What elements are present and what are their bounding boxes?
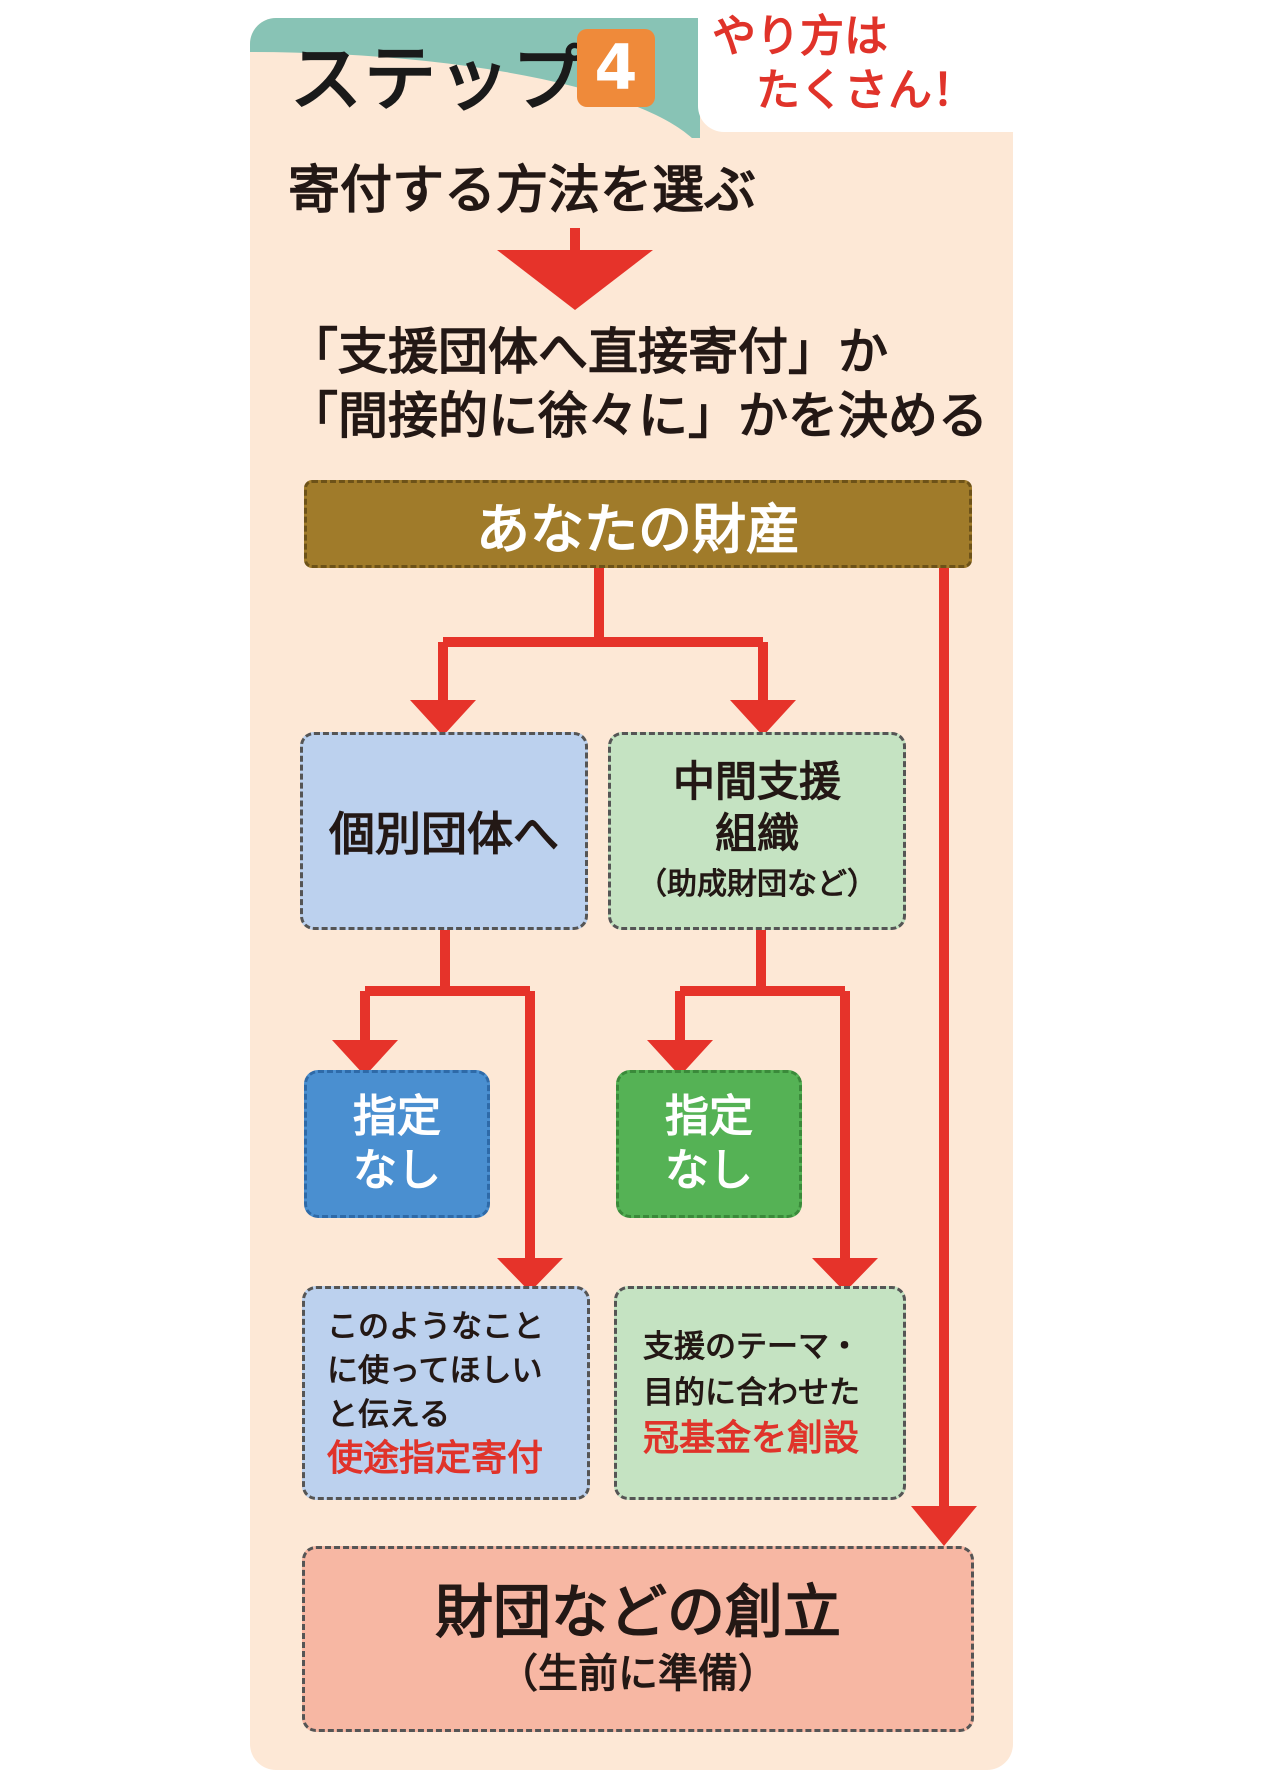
side-note-line2: たくさん！ [756,65,976,116]
side-note-area [698,0,1028,132]
designated-line2: に使ってほしい [327,1353,543,1389]
named-fund-highlight: 冠基金を創設 [643,1418,860,1459]
individual-org-box: 個別団体へ [300,732,588,930]
unspecified-blue-line1: 指定 [353,1091,441,1142]
side-note-line1: やり方は [712,11,888,62]
unspecified-blue-line2: なし [353,1145,441,1196]
arrow-head-individual [410,700,476,736]
arrow-head-intermediary [730,700,796,736]
arrow-individual-split [360,930,535,1262]
arrow-intermediary-split [675,930,850,1262]
named-fund-box: 支援のテーマ・ 目的に合わせた 冠基金を創設 [614,1286,906,1500]
designated-donation-box: このようなこと に使ってほしい と伝える 使途指定寄付 [302,1286,590,1500]
named-fund-line2: 目的に合わせた [643,1375,860,1411]
side-note: やり方は たくさん！ [712,10,1012,118]
designated-highlight: 使途指定寄付 [327,1438,544,1479]
unspecified-green-line2: なし [665,1145,753,1196]
foundation-title: 財団などの創立 [434,1578,841,1646]
arrow-asset-split [438,568,768,705]
named-fund-line1: 支援のテーマ・ [643,1329,860,1365]
designated-line1: このようなこと [327,1309,544,1345]
asset-box: あなたの財産 [304,480,972,568]
step-number-badge: 4 [577,29,655,107]
page-title: 寄付する方法を選ぶ [288,161,757,221]
subtitle-line1: 「支援団体へ直接寄付」か [288,323,888,381]
arrow-head-foundation [911,1506,977,1546]
step-label: ステップ [290,37,587,121]
asset-label: あなたの財産 [476,497,800,561]
subtitle-line2: 「間接的に徐々に」かを決める [288,387,988,445]
designated-line3: と伝える [327,1397,451,1433]
arrow-head-blue-unspecified [332,1040,398,1076]
intermediary-line2: 組織 [714,809,799,858]
foundation-note: （生前に準備） [498,1651,778,1697]
foundation-box: 財団などの創立 （生前に準備） [302,1546,974,1732]
intermediary-line1: 中間支援 [672,757,841,806]
arrow-head-designated [497,1258,563,1292]
arrow-head-title [497,250,653,310]
arrow-head-green-unspecified [647,1040,713,1076]
unspecified-green-box: 指定 なし [616,1070,802,1218]
intermediary-box: 中間支援 組織 （助成財団など） [608,732,906,930]
unspecified-blue-box: 指定 なし [304,1070,490,1218]
arrow-head-named-fund [812,1258,878,1292]
unspecified-green-line1: 指定 [665,1091,753,1142]
intermediary-note: （助成財団など） [637,867,877,902]
subtitle: 「支援団体へ直接寄付」か 「間接的に徐々に」かを決める [288,320,988,448]
individual-org-label: 個別団体へ [329,807,559,861]
